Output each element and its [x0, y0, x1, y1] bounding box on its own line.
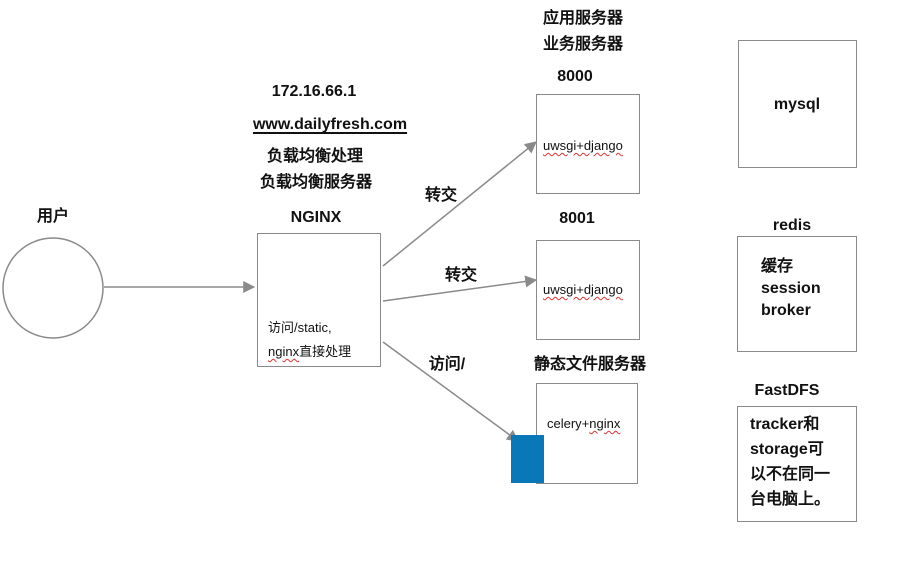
redis-line-3: broker: [761, 302, 811, 319]
lb-role-2: 负载均衡服务器: [259, 174, 373, 191]
nginx-note-line2: nginx直接处理: [268, 340, 351, 364]
lb-name: NGINX: [290, 209, 342, 226]
nginx-note: 访问/static, nginx直接处理: [268, 316, 351, 364]
fastdfs-line-3: 以不在同一: [750, 466, 831, 483]
redis-line-1: 缓存: [761, 258, 794, 275]
app-port-8001: 8001: [559, 210, 595, 227]
fastdfs-title: FastDFS: [754, 382, 820, 399]
redis-line-2: session: [761, 280, 821, 297]
app-title-1: 应用服务器: [542, 10, 624, 27]
lb-domain: www.dailyfresh.com: [252, 116, 408, 133]
app-title-2: 业务服务器: [542, 36, 624, 53]
arrow-nginx-to-app-8000: [382, 141, 537, 267]
nginx-note-line2-suffix: 直接处理: [299, 344, 352, 359]
static-server-accent-block: [511, 435, 544, 483]
redis-title: redis: [772, 217, 812, 234]
fastdfs-box: tracker和 storage可 以不在同一 台电脑上。: [737, 406, 857, 522]
app-server-8001-box: uwsgi+django: [536, 240, 640, 340]
fastdfs-line-1: tracker和: [750, 416, 820, 433]
redis-box: 缓存 session broker: [737, 236, 857, 352]
app-server-8000-box: uwsgi+django: [536, 94, 640, 194]
static-server-stack-prefix: celery+: [547, 416, 590, 431]
edge-label-forward-2: 转交: [444, 267, 478, 284]
static-server-title: 静态文件服务器: [533, 356, 647, 373]
arrow-nginx-to-app-8001: [382, 275, 538, 302]
app-server-8000-stack: uwsgi+django: [543, 138, 623, 153]
fastdfs-lines: tracker和 storage可 以不在同一 台电脑上。: [750, 412, 830, 512]
nginx-note-line1: 访问/static,: [268, 320, 332, 335]
app-port-8000: 8000: [557, 68, 593, 85]
nginx-box: 访问/static, nginx直接处理: [257, 233, 381, 367]
static-server-stack-suffix: nginx: [589, 416, 621, 431]
redis-lines: 缓存 session broker: [761, 256, 821, 322]
fastdfs-line-4: 台电脑上。: [750, 491, 831, 508]
fastdfs-line-2: storage可: [750, 441, 824, 458]
mysql-box: mysql: [738, 40, 857, 168]
edge-label-forward-1: 转交: [424, 187, 458, 204]
arrow-nginx-to-static: [382, 341, 519, 442]
static-server-box: celery+nginx: [536, 383, 638, 484]
static-server-stack: celery+nginx: [547, 412, 620, 436]
nginx-note-line2-prefix: nginx: [268, 344, 300, 359]
mysql-label: mysql: [773, 96, 821, 113]
lb-ip: 172.16.66.1: [271, 83, 357, 100]
app-server-8001-stack: uwsgi+django: [543, 282, 623, 297]
user-circle: [2, 237, 104, 339]
user-label: 用户: [36, 208, 70, 225]
edge-label-access: 访问/: [428, 356, 466, 373]
lb-role-1: 负载均衡处理: [266, 148, 364, 165]
